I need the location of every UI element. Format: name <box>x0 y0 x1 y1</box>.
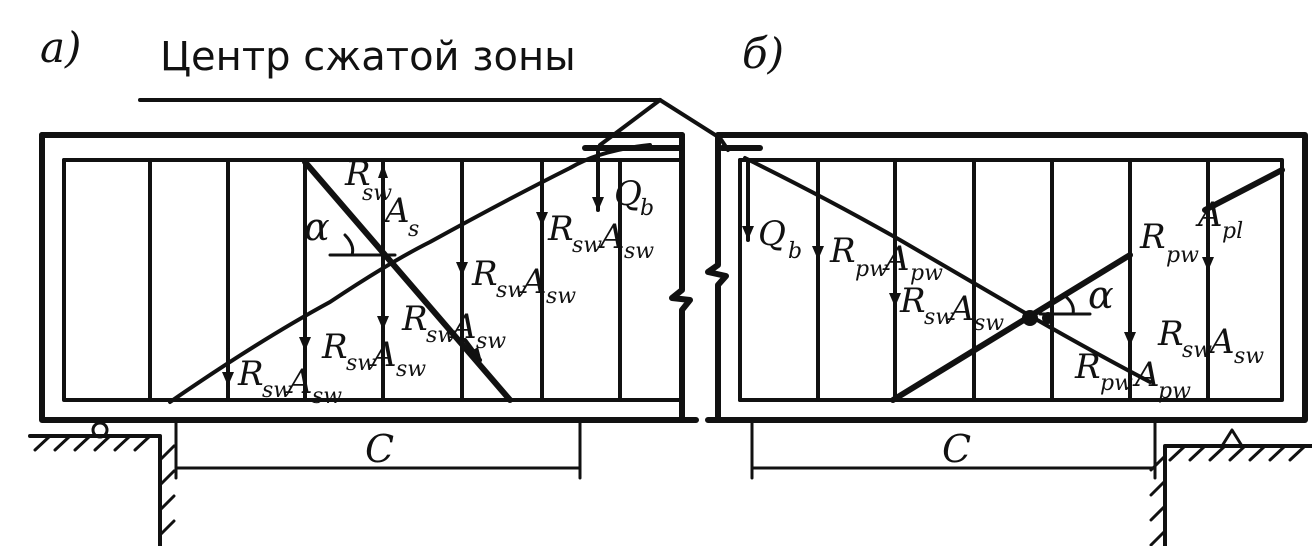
panel-b-labels: Q b R pw A pw R sw A sw R pw A pw <box>758 195 1264 404</box>
label-a-force-2: R sw A sw <box>471 254 576 309</box>
label-a-force-3: R sw A sw <box>401 299 506 354</box>
panel-b-beam: α C Q b R pw A pw <box>705 132 1312 546</box>
label-a-shear: Q b <box>614 174 654 221</box>
svg-text:sw: sw <box>1182 338 1212 363</box>
svg-text:R: R <box>899 281 926 321</box>
label-b-shear: Q b <box>758 214 802 264</box>
svg-text:pw: pw <box>1158 379 1191 404</box>
svg-text:C: C <box>365 427 394 471</box>
diagram-title: Центр сжатой зоны <box>160 34 576 80</box>
panel-b-inclined-crack <box>743 156 1152 384</box>
svg-text:sw: sw <box>1234 344 1264 369</box>
svg-text:A: A <box>1132 355 1160 395</box>
label-b-force-3: R pw A pw <box>1074 347 1191 404</box>
svg-text:Q: Q <box>614 174 642 214</box>
svg-text:sw: sw <box>624 239 654 264</box>
panel-a-inclined-bar <box>302 159 513 403</box>
panel-b-support <box>1149 428 1312 546</box>
svg-text:A: A <box>1195 195 1223 235</box>
panel-b-dimension: C <box>750 418 1157 480</box>
label-b-force-1: R pw A pw <box>829 231 943 286</box>
panel-b-letter: б) <box>742 29 784 78</box>
panel-a-letter: а) <box>40 23 81 72</box>
svg-text:sw: sw <box>312 384 342 409</box>
svg-text:R: R <box>1074 347 1101 387</box>
panel-a-beam: α C Q b R sw A s <box>28 132 699 546</box>
svg-text:A: A <box>382 191 410 231</box>
svg-text:pw: pw <box>910 261 943 286</box>
panel-a-inclined-crack <box>168 143 652 404</box>
label-b-force-5: R pw A pl <box>1139 195 1243 268</box>
svg-text:A: A <box>597 217 625 257</box>
label-a-force-4: R sw A sw <box>321 327 426 382</box>
label-b-force-4: R sw A sw <box>1157 314 1264 369</box>
svg-text:sw: sw <box>496 278 526 303</box>
label-b-force-2: R sw A sw <box>899 281 1004 336</box>
svg-text:R: R <box>401 299 428 339</box>
svg-text:R: R <box>471 254 498 294</box>
svg-text:sw: sw <box>262 378 292 403</box>
svg-text:A: A <box>1207 322 1235 362</box>
svg-text:pw: pw <box>1166 243 1199 268</box>
svg-text:R: R <box>1157 314 1184 354</box>
svg-text:R: R <box>344 154 371 194</box>
svg-text:α: α <box>304 205 330 249</box>
svg-text:R: R <box>321 327 348 367</box>
svg-text:α: α <box>1088 273 1114 317</box>
svg-text:pw: pw <box>1100 371 1133 396</box>
svg-text:R: R <box>237 354 264 394</box>
svg-text:sw: sw <box>572 233 602 258</box>
svg-text:R: R <box>547 209 574 249</box>
panel-b-angle-marker: α <box>1038 273 1114 317</box>
svg-text:A: A <box>449 307 477 347</box>
svg-text:A: A <box>882 239 910 279</box>
panel-a-force-arrows <box>222 150 604 387</box>
label-a-force-1: R sw A sw <box>547 209 654 264</box>
svg-text:sw: sw <box>362 181 392 206</box>
svg-text:R: R <box>829 231 856 271</box>
svg-text:Q: Q <box>758 214 786 254</box>
svg-text:A: A <box>285 362 313 402</box>
svg-text:pw: pw <box>855 257 888 282</box>
panel-a-dimension: C <box>174 418 582 480</box>
svg-text:pl: pl <box>1222 219 1243 244</box>
svg-text:A: A <box>519 262 547 302</box>
svg-text:sw: sw <box>476 329 506 354</box>
panel-b-inclined-bar <box>890 252 1133 403</box>
svg-text:sw: sw <box>546 284 576 309</box>
svg-text:b: b <box>788 239 802 264</box>
panel-a-labels: Q b R sw A s R sw A sw R sw A sw <box>237 154 654 409</box>
svg-text:A: A <box>369 335 397 375</box>
panel-a-support <box>28 421 176 546</box>
svg-text:sw: sw <box>924 305 954 330</box>
label-a-inclined: R sw A s <box>344 154 419 242</box>
svg-text:sw: sw <box>346 351 376 376</box>
svg-text:C: C <box>942 427 971 471</box>
svg-text:s: s <box>408 217 419 242</box>
label-a-force-5: R sw A sw <box>237 354 342 409</box>
panel-b-force-arrows <box>742 160 1214 347</box>
svg-text:sw: sw <box>426 323 456 348</box>
compression-center-line <box>138 98 730 152</box>
panel-a-angle-marker: α <box>304 205 397 257</box>
svg-text:A: A <box>947 289 975 329</box>
svg-text:b: b <box>640 196 654 221</box>
svg-text:sw: sw <box>396 357 426 382</box>
svg-text:R: R <box>1139 217 1166 257</box>
svg-text:sw: sw <box>974 311 1004 336</box>
